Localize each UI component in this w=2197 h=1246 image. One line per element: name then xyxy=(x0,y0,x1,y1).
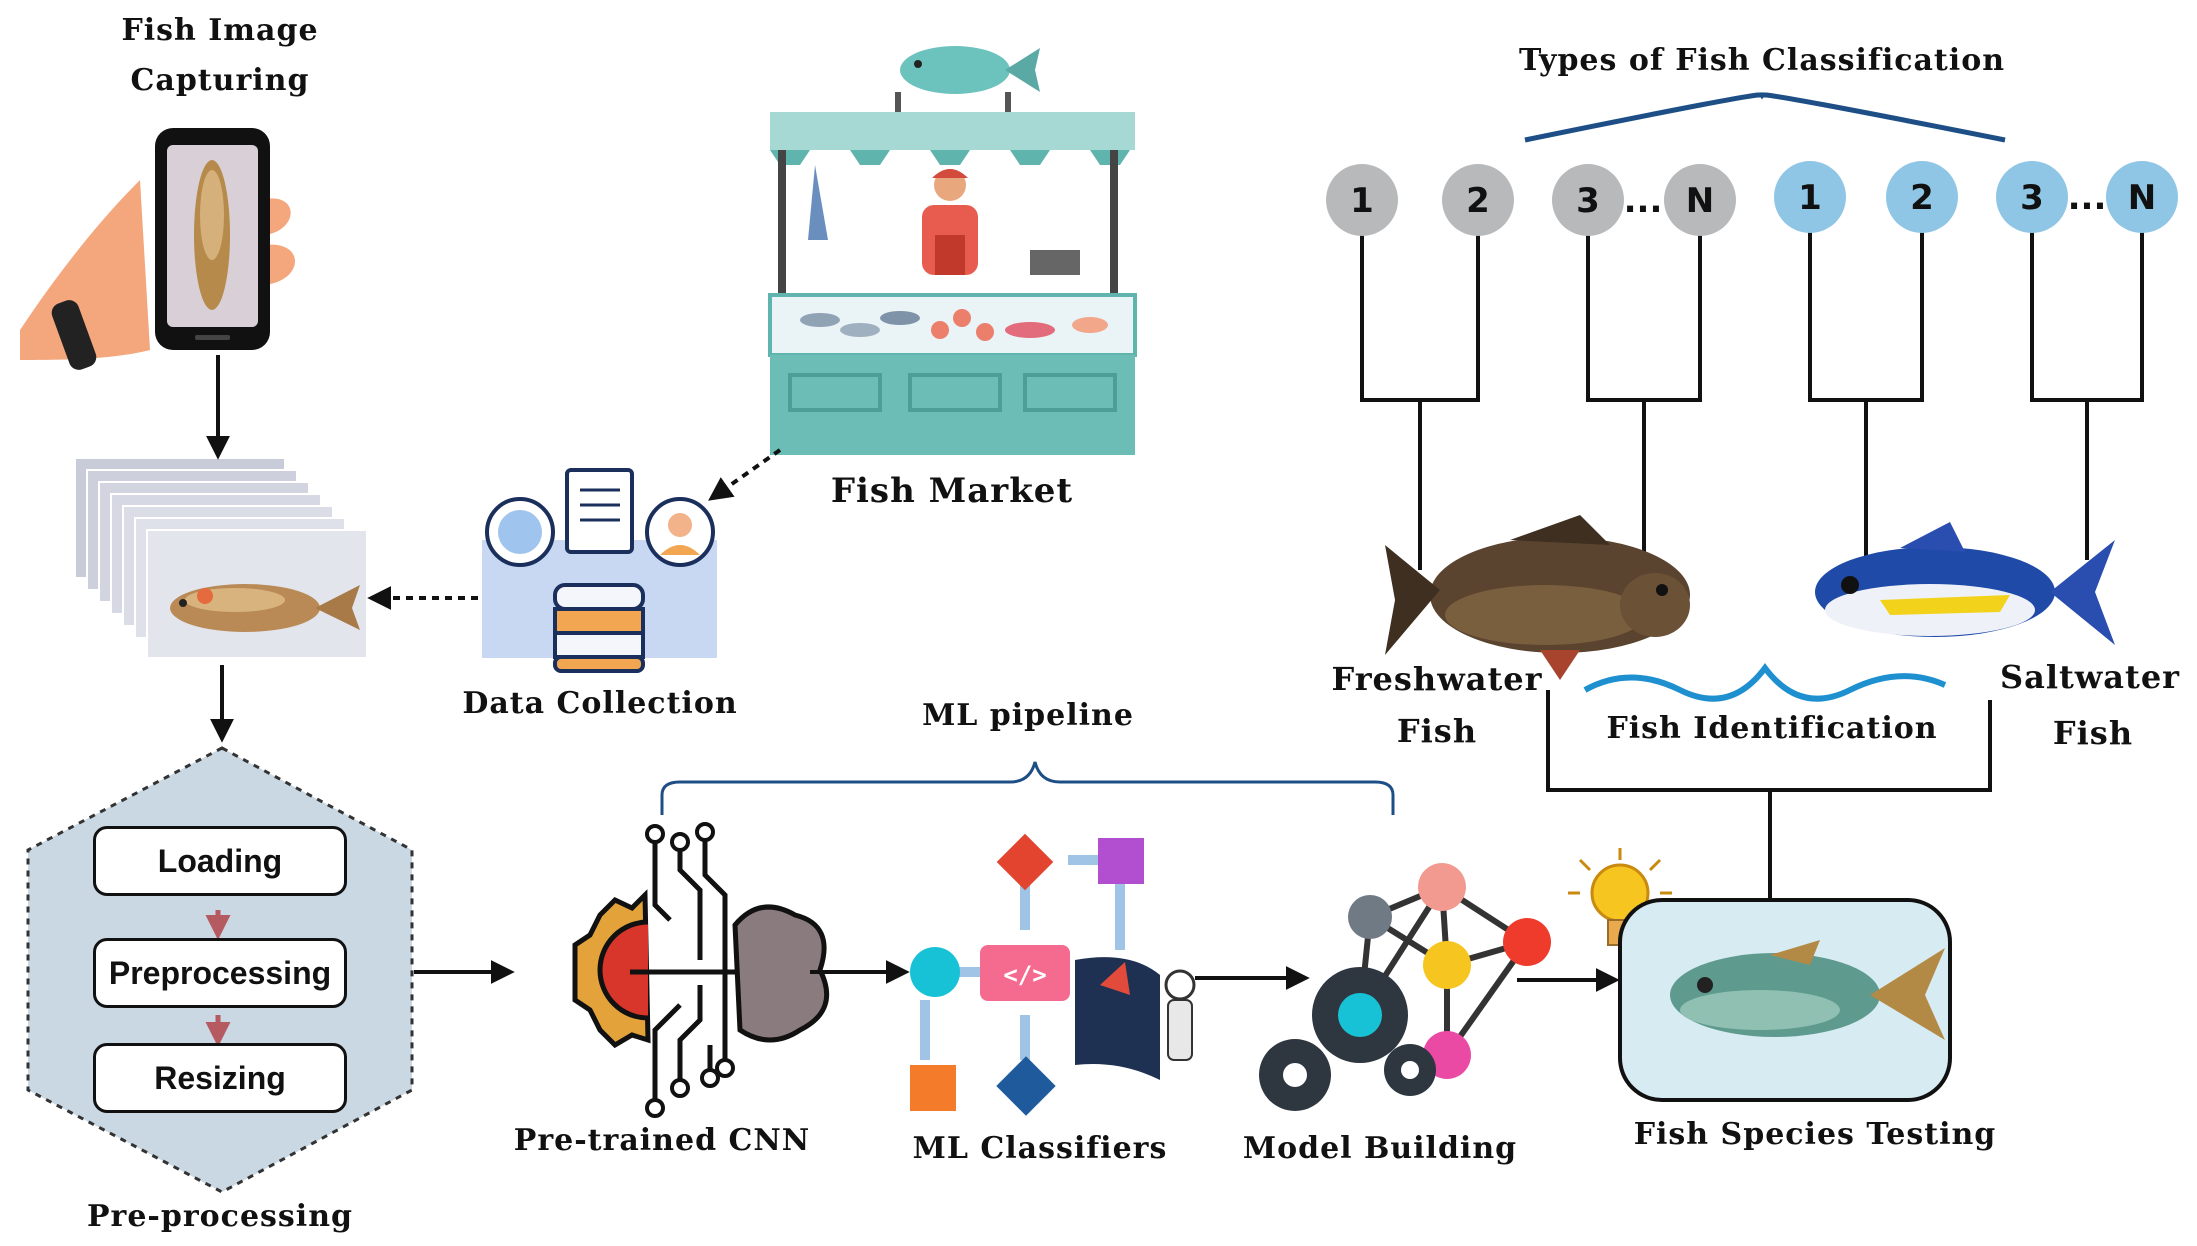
cnn-label: Pre-trained CNN xyxy=(514,1123,810,1158)
fish-market-illustration xyxy=(768,46,1137,455)
saltwater-nodes xyxy=(1774,161,2178,233)
fw-node-n xyxy=(1664,164,1736,236)
sw-node-n xyxy=(2106,161,2178,233)
step-loading-box: Loading xyxy=(93,826,347,896)
data-collection-label: Data Collection xyxy=(462,686,737,721)
ml-pipeline-label: ML pipeline xyxy=(922,698,1134,733)
classification-title: Types of Fish Classification xyxy=(1519,43,2005,78)
fw-node-2-label: 2 xyxy=(1466,181,1490,221)
saltwater-label-line2: Fish xyxy=(2053,714,2133,752)
sw-node-1 xyxy=(1774,161,1846,233)
freshwater-nodes xyxy=(1326,164,1736,236)
classification-tree-lines xyxy=(1360,230,2144,900)
fw-node-1 xyxy=(1326,164,1398,236)
identification-label: Fish Identification xyxy=(1606,711,1937,746)
sw-node-3-label: 3 xyxy=(2020,178,2044,218)
fw-node-2 xyxy=(1442,164,1514,236)
freshwater-label-line2: Fish xyxy=(1397,712,1477,750)
classification-brace xyxy=(1524,92,2006,143)
lightbulb-icon xyxy=(1568,848,1672,946)
classifiers-label: ML Classifiers xyxy=(913,1131,1168,1166)
arrow-market-to-collection xyxy=(708,448,782,501)
fw-node-3 xyxy=(1552,164,1624,236)
svg-text:</>: </> xyxy=(1003,961,1046,989)
freshwater-fish-illustration xyxy=(1385,515,1690,680)
ml-classifiers-icon: </> xyxy=(910,833,1196,1116)
fw-node-n-label: N xyxy=(1686,181,1714,221)
preprocessing-label: Pre-processing xyxy=(87,1199,353,1234)
fw-node-1-label: 1 xyxy=(1350,181,1374,221)
sw-node-2 xyxy=(1886,161,1958,233)
sw-ellipsis: ... xyxy=(2068,178,2107,218)
sw-node-n-label: N xyxy=(2128,178,2156,218)
capture-title-line1: Fish Image xyxy=(121,13,318,48)
sw-node-2-label: 2 xyxy=(1910,178,1934,218)
ml-pipeline-brace xyxy=(660,761,1395,815)
fish-image-stack xyxy=(74,457,368,659)
data-collection-icon xyxy=(482,468,717,673)
testing-label: Fish Species Testing xyxy=(1634,1117,1997,1152)
sw-node-3 xyxy=(1996,161,2068,233)
step-resizing-box: Resizing xyxy=(93,1043,347,1113)
fish-market-label: Fish Market xyxy=(831,471,1073,511)
saltwater-label-line1: Saltwater xyxy=(2000,658,2180,696)
model-building-icon xyxy=(1259,863,1551,1111)
phone-hand-illustration xyxy=(20,128,295,370)
step-preprocessing-box: Preprocessing xyxy=(93,938,347,1008)
fw-ellipsis: ... xyxy=(1624,181,1663,221)
cnn-icon xyxy=(572,822,830,1118)
model-building-label: Model Building xyxy=(1243,1131,1517,1166)
identification-wave xyxy=(1583,662,1947,702)
freshwater-label-line1: Freshwater xyxy=(1332,660,1543,698)
fw-node-3-label: 3 xyxy=(1576,181,1600,221)
saltwater-fish-illustration xyxy=(1815,522,2115,645)
capture-title-line2: Capturing xyxy=(131,63,310,98)
sw-node-1-label: 1 xyxy=(1798,178,1822,218)
test-fish-illustration xyxy=(1670,940,1945,1040)
